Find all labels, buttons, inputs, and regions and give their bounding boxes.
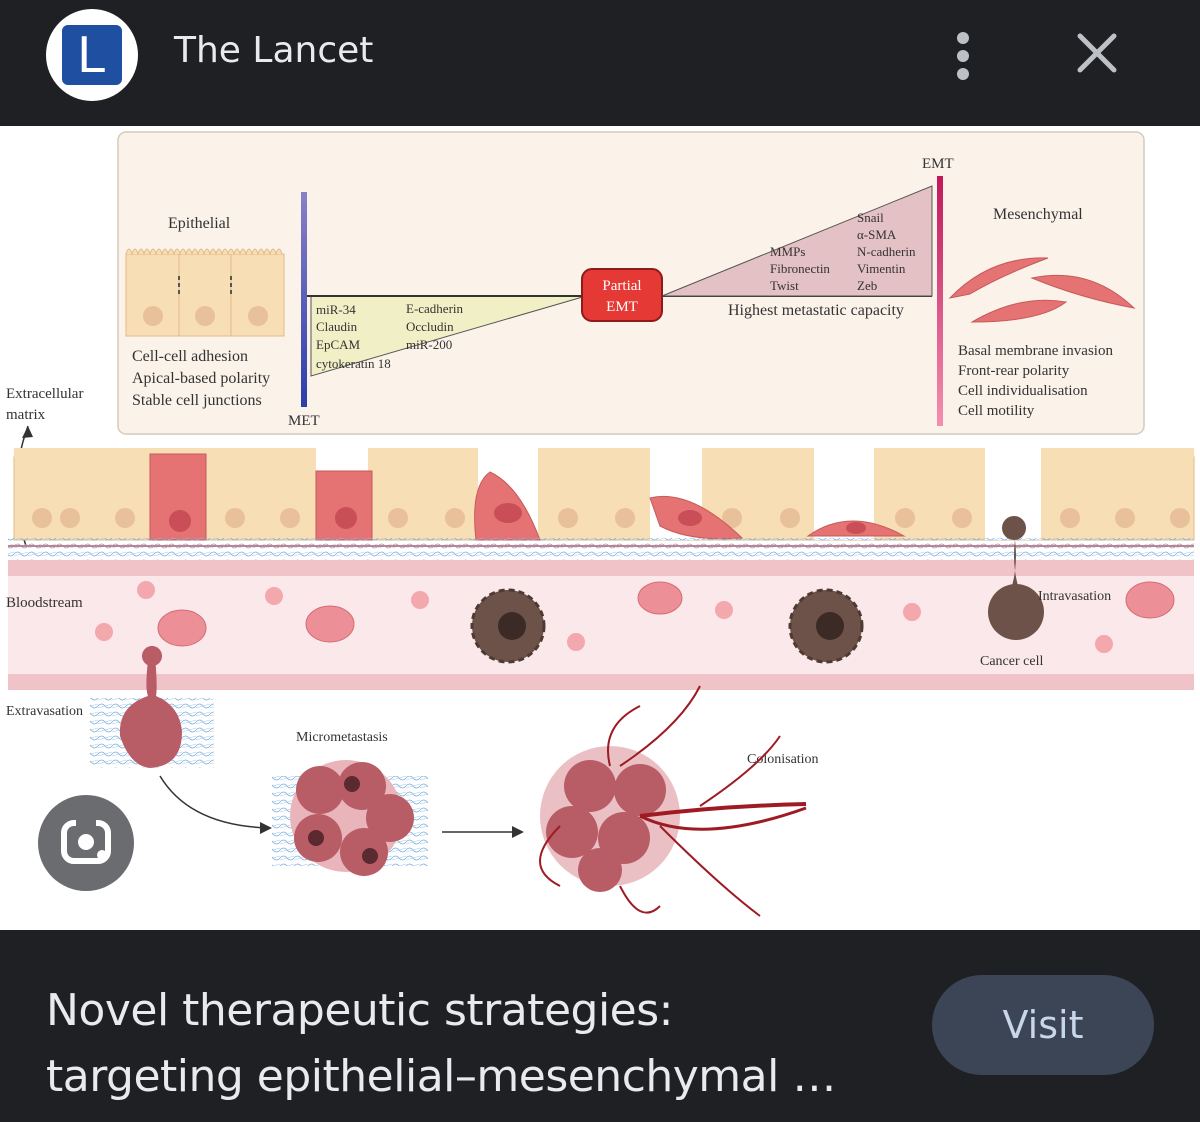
result-image[interactable]: Epithelial Cell-cell adhesion Apical-bas… (0, 126, 1200, 930)
emt-diagram: Epithelial Cell-cell adhesion Apical-bas… (6, 131, 1195, 917)
red-blood-cells (157, 581, 1175, 647)
marker: Vimentin (857, 261, 906, 276)
marker: miR-200 (406, 337, 452, 352)
highest-capacity-label: Highest metastatic capacity (728, 302, 904, 319)
site-logo[interactable]: L (46, 9, 138, 101)
bloodstream-label: Bloodstream (6, 595, 83, 611)
marker: N-cadherin (857, 244, 916, 259)
close-icon (1077, 33, 1117, 73)
cancer-cell-label: Cancer cell (980, 654, 1043, 669)
intravasation-label: Intravasation (1038, 589, 1111, 604)
close-button[interactable] (1068, 24, 1126, 82)
marker: Twist (770, 278, 799, 293)
extracellular-label: Extracellular (6, 386, 83, 402)
result-title-line: targeting epithelial–mesenchymal … (46, 1051, 836, 1102)
mesenchymal-feature: Front-rear polarity (958, 363, 1070, 379)
epithelial-feature: Cell-cell adhesion (132, 348, 248, 365)
marker: MMPs (770, 244, 805, 259)
micrometastasis-cluster (272, 760, 428, 876)
top-bar: L The Lancet (0, 0, 1200, 126)
partial-emt-label: Partial (602, 278, 641, 294)
extravasation-label: Extravasation (6, 704, 83, 719)
more-options-button[interactable] (940, 26, 986, 86)
site-name[interactable]: The Lancet (174, 30, 374, 71)
marker: α-SMA (857, 227, 897, 242)
marker: Occludin (406, 319, 454, 334)
circulating-cancer-cells (470, 516, 1044, 664)
marker: miR-34 (316, 302, 356, 317)
colonisation-label: Colonisation (747, 752, 819, 767)
result-title[interactable]: Novel therapeutic strategies: targeting … (46, 978, 926, 1110)
marker: Snail (857, 210, 884, 225)
more-vertical-icon (940, 26, 986, 86)
mesenchymal-title: Mesenchymal (993, 206, 1083, 223)
matrix-label: matrix (6, 407, 46, 423)
marker: cytokeratin 18 (316, 356, 391, 371)
emt-label: EMT (922, 156, 954, 172)
epithelial-cells-illustration (125, 248, 285, 337)
mesenchymal-feature: Cell motility (958, 403, 1035, 419)
mesenchymal-feature: Cell individualisation (958, 383, 1088, 399)
partial-emt-label: EMT (606, 299, 638, 315)
mesenchymal-cells-illustration (948, 257, 1136, 323)
lens-search-button[interactable] (38, 795, 134, 891)
micrometastasis-label: Micrometastasis (296, 730, 388, 745)
google-lens-icon (61, 817, 111, 864)
marker: EpCAM (316, 337, 361, 352)
epithelium-layer (13, 448, 1195, 541)
epithelial-title: Epithelial (168, 215, 231, 232)
marker: Zeb (857, 278, 877, 293)
marker: Claudin (316, 319, 358, 334)
marker: E-cadherin (406, 301, 464, 316)
result-title-line: Novel therapeutic strategies: (46, 985, 673, 1036)
marker: Fibronectin (770, 261, 830, 276)
mesenchymal-feature: Basal membrane invasion (958, 343, 1113, 359)
lancet-logo-icon: L (62, 25, 122, 85)
visit-button[interactable]: Visit (932, 975, 1154, 1075)
colonisation-tumour (539, 685, 807, 917)
epithelial-feature: Apical-based polarity (132, 370, 270, 387)
epithelial-feature: Stable cell junctions (132, 392, 262, 409)
met-label: MET (288, 413, 320, 429)
platelets (95, 581, 1113, 653)
